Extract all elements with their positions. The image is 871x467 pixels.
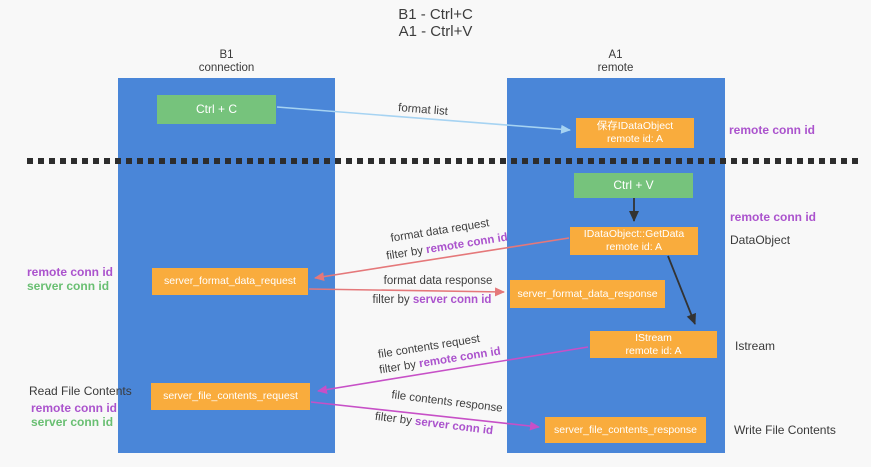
istream-line2: remote id: A [625, 344, 682, 357]
istream-line1: IStream [635, 331, 672, 344]
server-file-contents-response-box: server_file_contents_response [545, 417, 706, 443]
filter-by-server-conn-id-label-1: filter by server conn id [373, 294, 492, 306]
lane-b1-name: B1 [219, 49, 234, 61]
getdata-line2: remote id: A [605, 241, 663, 253]
write-file-contents-annotation: Write File Contents [734, 423, 836, 437]
lane-a1-role: remote [597, 61, 634, 74]
ctrl-v-box: Ctrl + V [574, 173, 693, 198]
page-title: B1 - Ctrl+C A1 - Ctrl+V [0, 6, 871, 40]
format-data-response-label: format data response [383, 275, 493, 287]
server-file-contents-request-box: server_file_contents_request [151, 383, 310, 410]
format-list-label: format list [397, 102, 449, 118]
title-line-1: B1 - Ctrl+C [398, 6, 473, 23]
idataobject-getdata-box: IDataObject::GetData remote id: A [570, 227, 698, 255]
ctrl-v-label: Ctrl + V [613, 178, 654, 192]
title-line-2: A1 - Ctrl+V [398, 23, 473, 40]
istream-box: IStream remote id: A [590, 331, 717, 358]
left-server-conn-id-2: server conn id [31, 415, 114, 429]
server-format-data-request-box: server_format_data_request [152, 268, 308, 295]
ctrl-c-box: Ctrl + C [157, 95, 276, 124]
left-server-conn-id-1: server conn id [27, 279, 110, 293]
ctrl-c-label: Ctrl + C [195, 102, 237, 116]
save-idataobject-line1: 保存IDataObject [596, 120, 674, 132]
left-remote-conn-id-2: remote conn id [31, 401, 118, 415]
server-file-contents-response-label: server_file_contents_response [553, 423, 697, 436]
filter-by-text: filter by [385, 244, 424, 263]
filter-by-text: filter by [378, 358, 417, 377]
left-remote-conn-id-1: remote conn id [27, 265, 114, 279]
lane-header-a1: A1 remote [507, 49, 724, 74]
remote-conn-id-annotation-mid: remote conn id [730, 210, 817, 224]
server-file-contents-request-label: server_file_contents_request [163, 390, 298, 402]
lane-a1-name: A1 [608, 49, 623, 61]
filter-by-text: filter by [374, 410, 413, 428]
server-format-data-request-label: server_format_data_request [164, 275, 296, 287]
server-format-data-response-label: server_format_data_response [517, 287, 658, 300]
remote-conn-id-annotation-top: remote conn id [729, 123, 816, 137]
left-conn-id-group-1: remote conn id server conn id [27, 265, 113, 293]
istream-annotation: Istream [735, 339, 776, 353]
server-conn-id-text: server conn id [414, 415, 494, 438]
filter-by-server-conn-id-label-2: filter by server conn id [374, 411, 493, 437]
lane-header-b1: B1 connection [118, 49, 335, 74]
save-idataobject-line2: remote id: A [606, 133, 664, 145]
file-contents-response-label: file contents response [390, 389, 504, 415]
read-file-contents-annotation: Read File Contents [29, 384, 132, 398]
dashed-separator [27, 158, 861, 164]
left-conn-id-group-2: remote conn id server conn id [31, 401, 117, 429]
getdata-line1: IDataObject::GetData [583, 228, 685, 240]
dataobject-annotation: DataObject [730, 233, 791, 247]
server-format-data-response-box: server_format_data_response [510, 280, 665, 308]
filter-by-text: filter by [372, 294, 410, 306]
server-conn-id-text: server conn id [412, 294, 492, 306]
lane-b1-role: connection [198, 61, 255, 74]
arrow-format-data-response [308, 287, 505, 297]
save-idataobject-box: 保存IDataObject remote id: A [576, 118, 694, 148]
